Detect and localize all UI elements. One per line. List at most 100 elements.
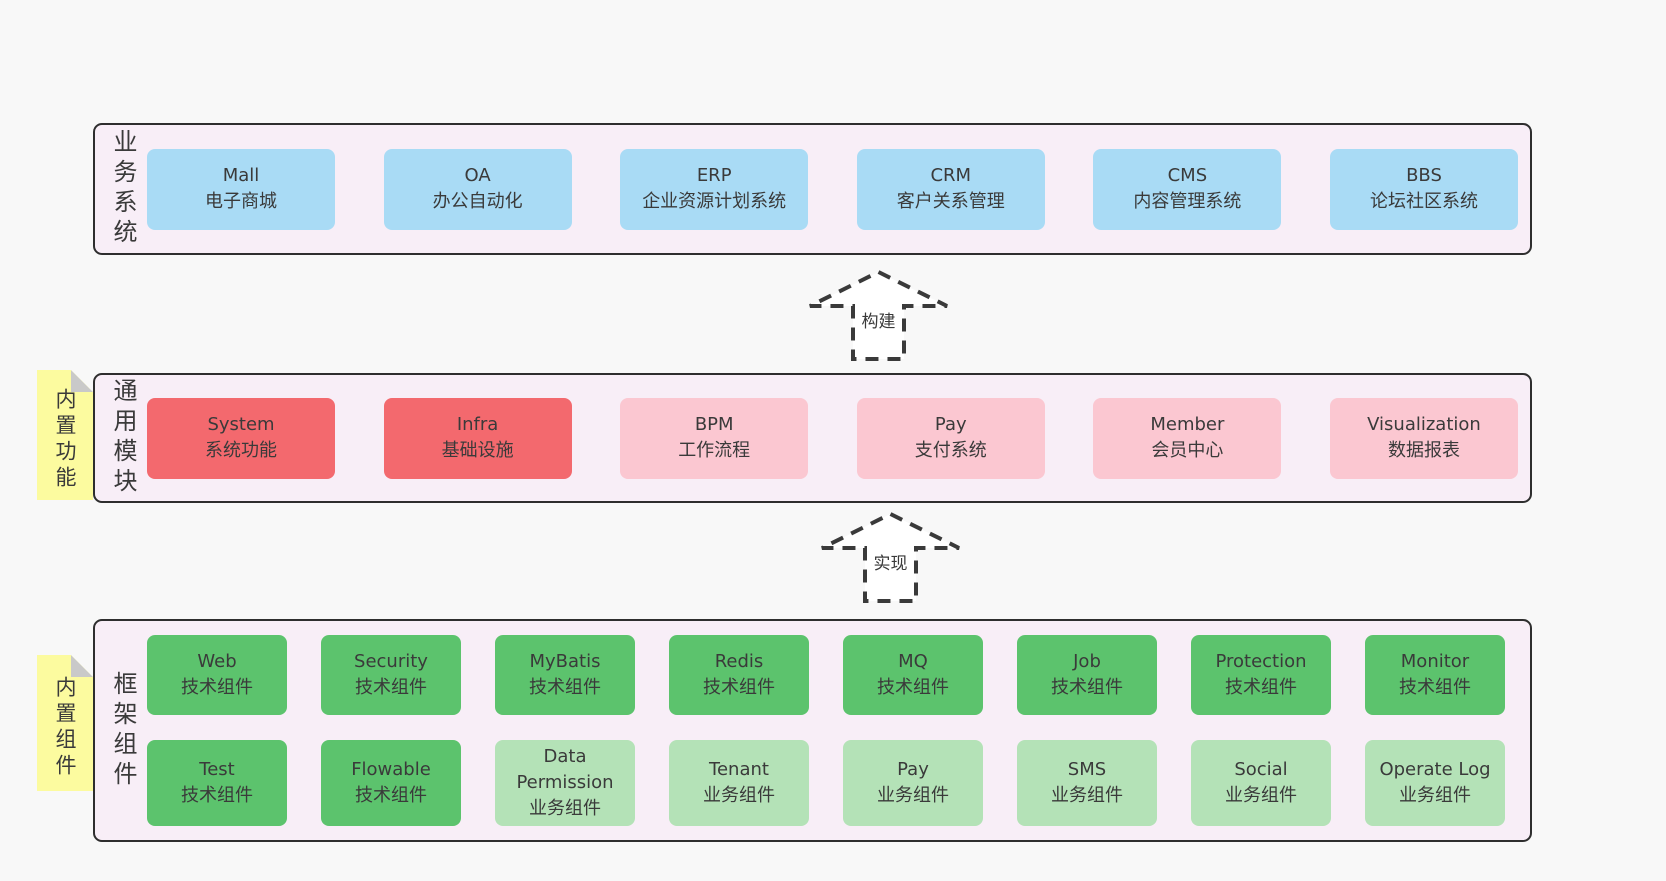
module-box-oa: OA 办公自动化 [383,148,572,230]
module-box-tenant: Tenant 业务组件 [669,740,809,826]
module-name: Job [1073,651,1101,672]
module-desc: 业务组件 [877,785,949,806]
module-name: MyBatis [529,651,601,672]
sticky-note-built-in-components: 内置组件 [37,655,93,791]
sticky-note-text: 内置组件 [53,676,77,780]
module-box-security: Security 技术组件 [321,635,461,715]
build-arrow-label: 构建 [859,307,898,332]
module-box-mq: MQ 技术组件 [843,635,983,715]
module-desc: 业务组件 [1225,785,1297,806]
module-desc: 技术组件 [1051,677,1123,698]
sticky-note-built-in-features: 内置功能 [37,370,93,500]
module-name: Redis [714,651,764,672]
module-box-cms: CMS 内容管理系统 [1093,148,1282,230]
module-desc: 业务组件 [1051,785,1123,806]
module-desc: 工作流程 [678,440,751,461]
module-name: Protection [1215,651,1307,672]
module-desc: 技术组件 [181,785,253,806]
module-desc: 数据报表 [1387,440,1460,461]
module-desc: 基础设施 [441,440,514,461]
module-name: BPM [694,414,734,435]
implement-arrow-label: 实现 [871,549,910,574]
module-desc: 会员中心 [1151,440,1224,461]
module-name: MQ [898,651,928,672]
module-desc: 技术组件 [703,677,775,698]
module-desc: 办公自动化 [432,191,523,212]
implement-up-arrow-icon: 实现 [818,510,963,605]
module-desc: 内容管理系统 [1133,191,1242,212]
module-box-bbs: BBS 论坛社区系统 [1329,148,1518,230]
module-box-redis: Redis 技术组件 [669,635,809,715]
layer-common-modules: 通用模块 System 系统功能 Infra 基础设施 BPM 工作流程 Pay 支付系统 Me… [93,373,1532,503]
module-name: Pay [934,414,967,435]
module-name: System [207,414,275,435]
module-name: ERP [696,165,732,186]
module-name: CMS [1167,165,1208,186]
module-name: Tenant [709,759,769,780]
module-box-pay: Pay 业务组件 [843,740,983,826]
module-desc: 支付系统 [914,440,987,461]
module-name: Web [197,651,237,672]
module-name: Pay [897,759,929,780]
sticky-fold-corner-icon [71,370,93,392]
module-box-bpm: BPM 工作流程 [620,397,809,479]
module-desc: 业务组件 [703,785,775,806]
module-desc: 业务组件 [1399,785,1471,806]
module-box-data-permission: Data Permission 业务组件 [495,740,635,826]
module-name: Flowable [351,759,431,780]
module-box-web: Web 技术组件 [147,635,287,715]
module-name: CRM [930,165,972,186]
layer-rows-common-modules: System 系统功能 Infra 基础设施 BPM 工作流程 Pay 支付系统 Member 会… [95,375,1530,501]
module-name: Security [354,651,428,672]
module-box-social: Social 业务组件 [1191,740,1331,826]
module-name: Test [199,759,235,780]
module-desc: 技术组件 [355,677,427,698]
module-name: Visualization [1367,414,1481,435]
module-desc: 技术组件 [355,785,427,806]
module-name: Operate Log [1379,759,1491,780]
layer-label-business-systems: 业务系统 [109,129,137,249]
layer-label-common-modules: 通用模块 [109,378,137,498]
module-box-protection: Protection 技术组件 [1191,635,1331,715]
module-box-job: Job 技术组件 [1017,635,1157,715]
module-desc: 技术组件 [1225,677,1297,698]
module-row: System 系统功能 Infra 基础设施 BPM 工作流程 Pay 支付系统 Member 会… [147,397,1518,479]
module-name: Infra [456,414,499,435]
module-box-mall: Mall 电子商城 [147,148,335,230]
build-up-arrow-icon: 构建 [806,268,951,363]
sticky-note-text: 内置功能 [53,388,77,492]
module-name: Member [1150,414,1225,435]
module-desc: 客户关系管理 [896,191,1005,212]
module-box-infra: Infra 基础设施 [383,397,572,479]
module-desc: 业务组件 [529,798,601,819]
module-name: BBS [1406,165,1442,186]
module-name: Social [1234,759,1288,780]
module-name: OA [464,165,491,186]
module-desc: 技术组件 [1399,677,1471,698]
module-name: Data Permission [516,746,614,793]
module-desc: 论坛社区系统 [1369,191,1478,212]
module-box-system: System 系统功能 [147,397,335,479]
sticky-fold-corner-icon [71,655,93,677]
module-box-visualization: Visualization 数据报表 [1329,397,1518,479]
module-desc: 系统功能 [205,440,277,461]
module-box-flowable: Flowable 技术组件 [321,740,461,826]
layer-label-framework-components: 框架组件 [109,670,137,791]
module-desc: 技术组件 [877,677,949,698]
module-name: SMS [1067,759,1107,780]
module-box-pay: Pay 支付系统 [856,397,1045,479]
module-box-sms: SMS 业务组件 [1017,740,1157,826]
module-name: Mall [222,165,260,186]
module-desc: 电子商城 [205,191,277,212]
module-desc: 技术组件 [181,677,253,698]
